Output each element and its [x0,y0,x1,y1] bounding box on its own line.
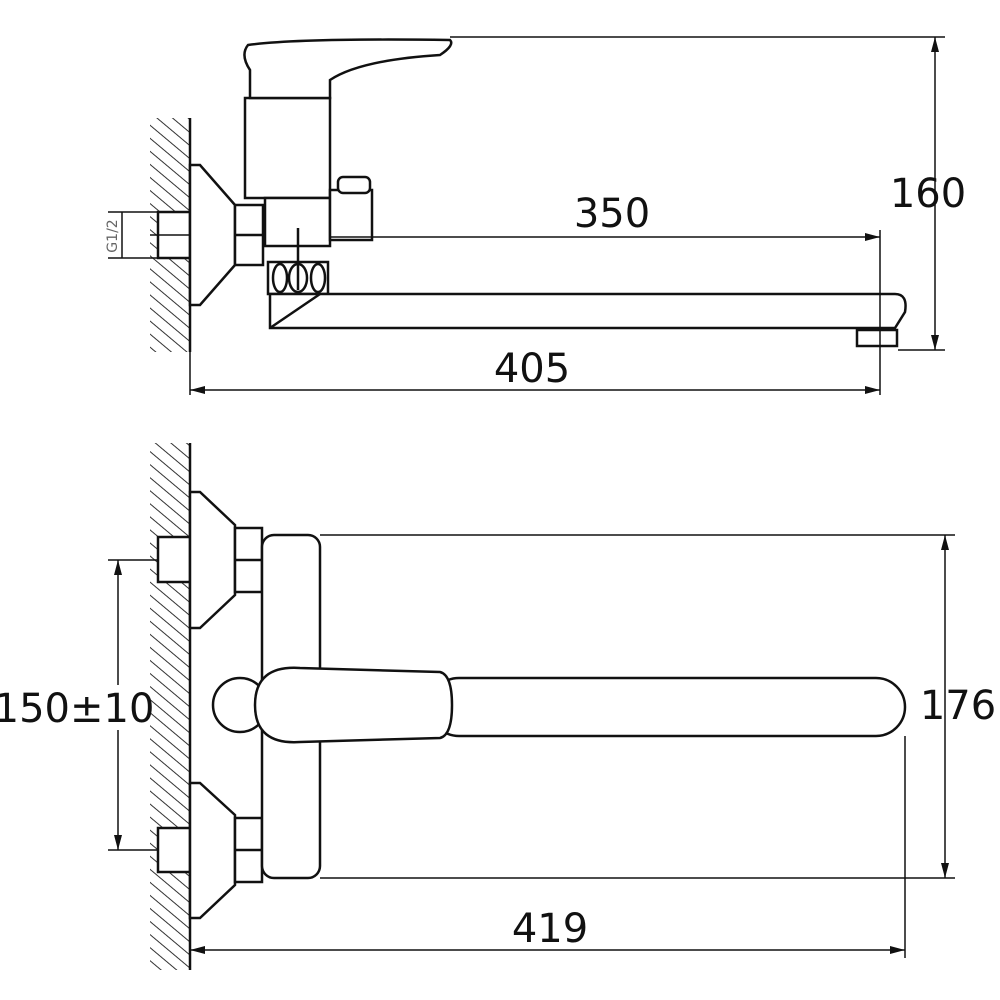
thread-size-label: G1/2 [105,219,121,252]
flange-lower [188,781,237,920]
width-dimension: 176 [920,683,996,729]
inlet-pipe-upper [156,535,192,584]
height-dimension: 160 [890,171,966,217]
flange-upper [188,490,237,630]
spout-top [428,676,907,738]
lever-handle [243,38,453,100]
wall-hatch [150,443,190,970]
aerator [855,328,899,348]
top-total-length-dimension: 419 [512,906,588,952]
wall-flange [188,163,237,307]
total-length-dimension: 405 [494,346,570,392]
spout-reach-dimension: 350 [574,191,650,237]
inlet-pipe-lower [156,826,192,874]
lever-handle-top [253,666,454,744]
diverter-button [336,175,372,195]
diverter-knob [328,188,374,242]
side-view: 160 350 405 G1/2 [105,36,966,395]
mixer-body [243,96,332,200]
spout [268,292,907,330]
top-view: 176 419 150±10 [0,443,996,970]
inlet-spacing-dimension: 150±10 [0,686,154,732]
